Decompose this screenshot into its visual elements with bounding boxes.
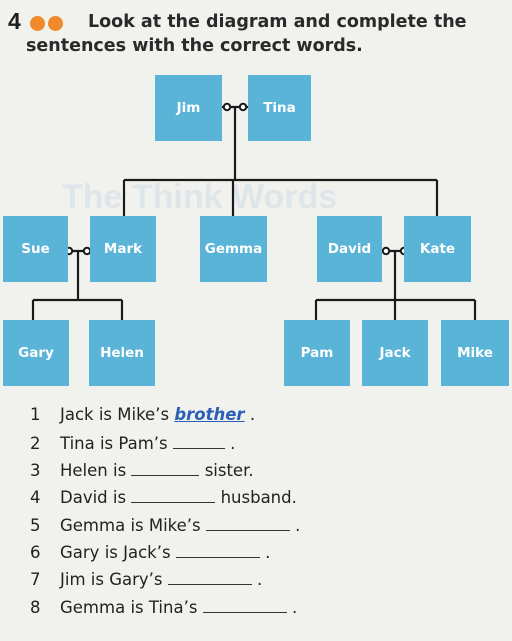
answer-blank[interactable]: [131, 486, 216, 503]
show-through-text: The Think Words: [62, 178, 338, 216]
person-box-sue: Sue: [3, 216, 68, 282]
answer-blank[interactable]: [175, 541, 260, 558]
answer-blank[interactable]: [167, 568, 252, 585]
person-box-gemma: Gemma: [200, 216, 267, 282]
person-box-jack: Jack: [362, 320, 428, 386]
person-box-david: David: [317, 216, 382, 282]
instruction-line-2: sentences with the correct words.: [26, 36, 363, 56]
person-box-kate: Kate: [404, 216, 471, 282]
answer-blank[interactable]: [205, 514, 290, 531]
person-box-tina: Tina: [248, 75, 311, 141]
person-box-mark: Mark: [90, 216, 156, 282]
person-box-mike: Mike: [441, 320, 509, 386]
instruction: Look at the diagram and complete the sen…: [26, 10, 508, 58]
person-box-helen: Helen: [89, 320, 155, 386]
person-box-gary: Gary: [3, 320, 69, 386]
person-box-jim: Jim: [155, 75, 222, 141]
difficulty-dot-icon: [48, 16, 63, 31]
answer-blank[interactable]: [202, 596, 287, 613]
answer-blank[interactable]: [131, 459, 200, 476]
answer-blank[interactable]: [172, 432, 225, 449]
answer-example: brother: [174, 405, 245, 424]
difficulty-dot-icon: [30, 16, 45, 31]
exercise-number: 4: [8, 8, 21, 34]
instruction-line-1: Look at the diagram and complete the: [88, 12, 467, 32]
person-box-pam: Pam: [284, 320, 350, 386]
